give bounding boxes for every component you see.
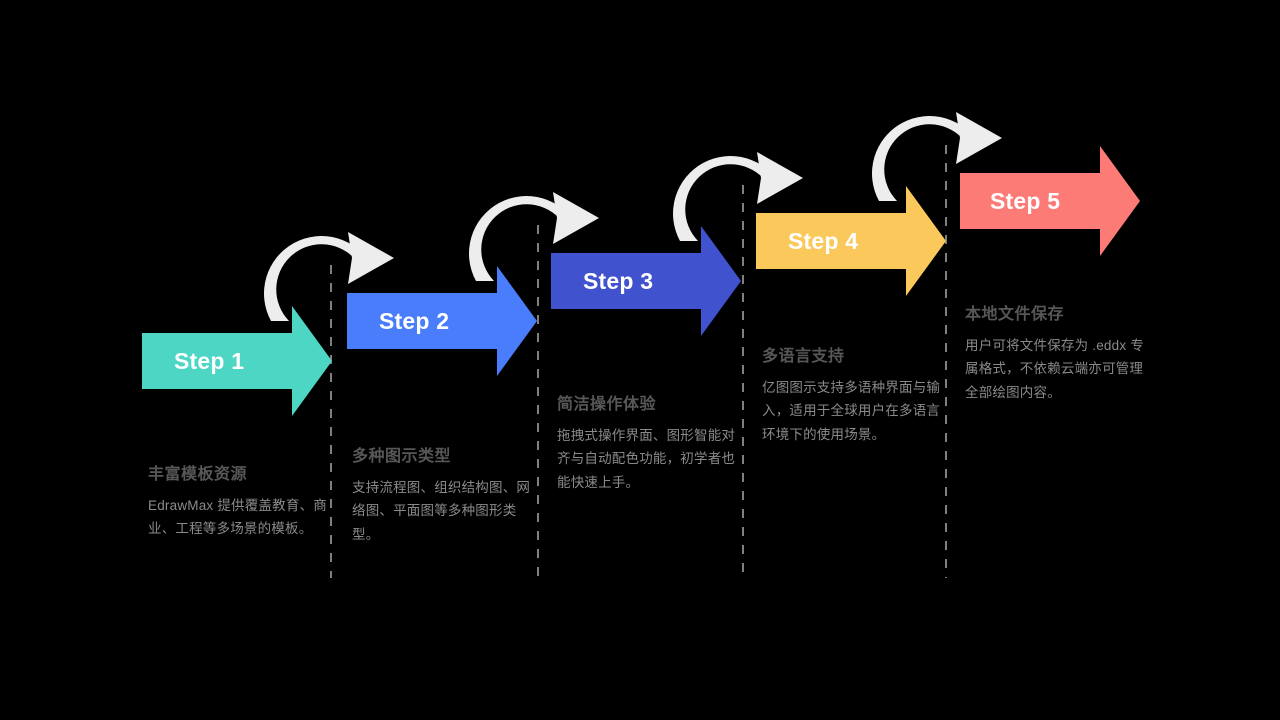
step-arrow-1[interactable] (142, 306, 332, 416)
info-block-1: 丰富模板资源 EdrawMax 提供覆盖教育、商业、工程等多场景的模板。 (148, 465, 328, 541)
info-body-5: 用户可将文件保存为 .eddx 专属格式，不依赖云端亦可管理全部绘图内容。 (965, 338, 1144, 400)
step-arrow-3[interactable] (551, 226, 741, 336)
info-title-3: 简洁操作体验 (557, 396, 657, 413)
info-body-4: 亿图图示支持多语种界面与输入，适用于全球用户在多语言环境下的使用场景。 (762, 380, 941, 442)
curve-arrow-4-to-5 (871, 112, 1002, 201)
curve-arrow-1-to-2 (263, 232, 394, 321)
info-block-4: 多语言支持 亿图图示支持多语种界面与输入，适用于全球用户在多语言环境下的使用场景… (762, 347, 942, 446)
info-block-3: 简洁操作体验 拖拽式操作界面、图形智能对齐与自动配色功能，初学者也能快速上手。 (557, 395, 737, 494)
info-body-1: EdrawMax 提供覆盖教育、商业、工程等多场景的模板。 (148, 498, 327, 537)
info-block-5: 本地文件保存 用户可将文件保存为 .eddx 专属格式，不依赖云端亦可管理全部绘… (965, 305, 1145, 404)
info-title-2: 多种图示类型 (352, 448, 452, 465)
info-title-4: 多语言支持 (762, 348, 845, 365)
info-title-5: 本地文件保存 (965, 306, 1065, 323)
info-body-2: 支持流程图、组织结构图、网络图、平面图等多种图形类型。 (352, 480, 531, 542)
curve-arrow-2-to-3 (468, 192, 599, 281)
step-arrow-2[interactable] (347, 266, 537, 376)
step-arrow-4[interactable] (756, 186, 946, 296)
info-block-2: 多种图示类型 支持流程图、组织结构图、网络图、平面图等多种图形类型。 (352, 447, 532, 546)
curve-arrow-3-to-4 (673, 152, 803, 241)
info-title-1: 丰富模板资源 (148, 466, 248, 483)
step-arrow-5[interactable] (960, 146, 1140, 256)
info-body-3: 拖拽式操作界面、图形智能对齐与自动配色功能，初学者也能快速上手。 (557, 428, 736, 490)
